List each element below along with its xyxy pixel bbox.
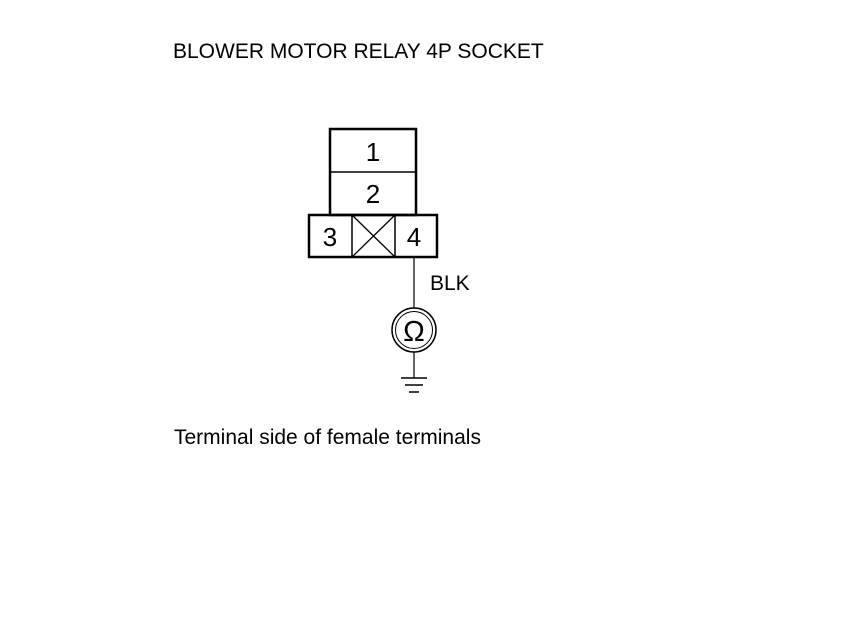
terminal-3-label: 3 — [323, 222, 337, 252]
ground-icon — [401, 377, 427, 393]
terminal-4-label: 4 — [407, 222, 421, 252]
ohm-symbol: Ω — [403, 316, 425, 348]
diagram-title: BLOWER MOTOR RELAY 4P SOCKET — [173, 40, 544, 63]
diagram-caption: Terminal side of female terminals — [174, 426, 481, 449]
wire-color-label: BLK — [430, 272, 470, 295]
terminal-2-label: 2 — [366, 179, 380, 209]
connector-lower-housing — [307, 213, 439, 259]
ohmmeter-icon: Ω — [391, 307, 437, 353]
terminal-1-label: 1 — [366, 137, 380, 167]
blocked-cavity-icon — [351, 214, 396, 258]
